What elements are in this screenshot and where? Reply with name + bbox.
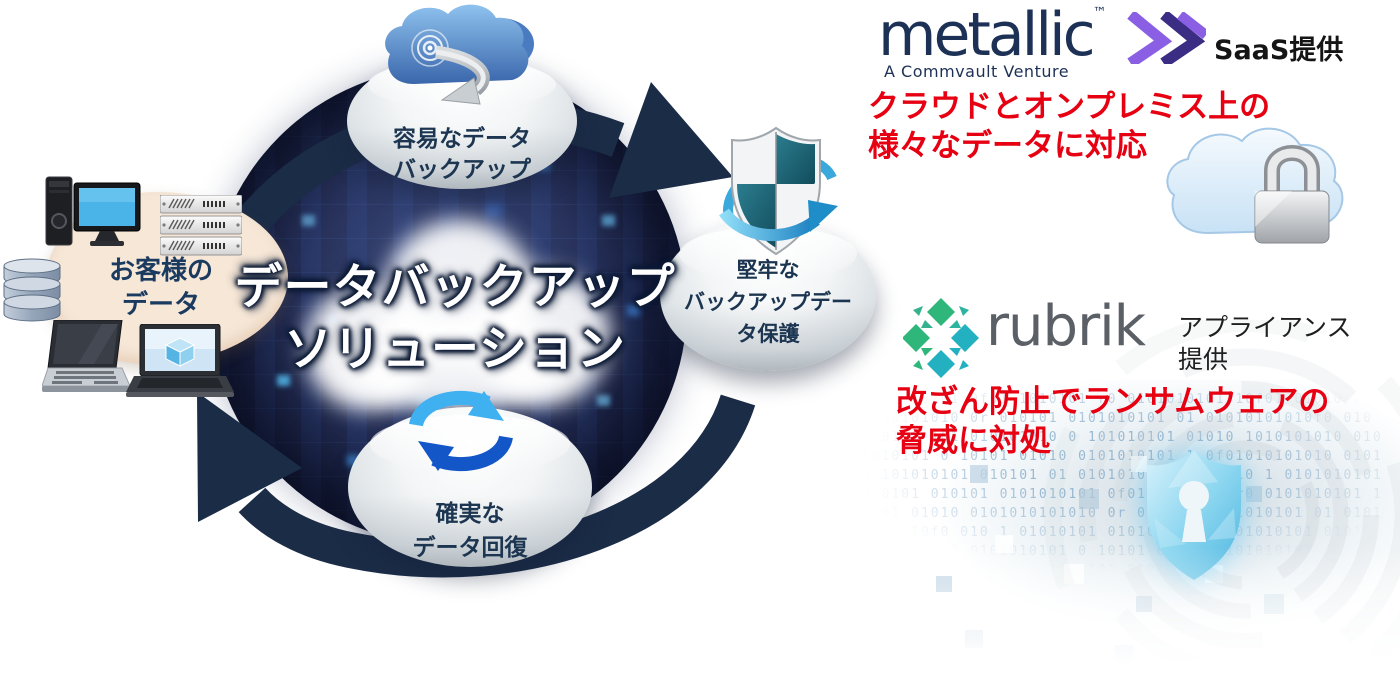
cloud-backup-icon <box>385 4 534 105</box>
metallic-note: クラウドとオンプレミス上の 様々なデータに対応 <box>868 89 1271 164</box>
rubrik-wordmark: rubrik <box>986 294 1146 359</box>
metallic-subtitle: A Commvault Venture <box>884 62 1070 81</box>
node-data-recovery-label: 確実な データ回復 <box>412 501 528 561</box>
laptop-cube-icon <box>126 324 234 397</box>
cube-glyph <box>164 337 196 367</box>
desktop-pc-icon <box>45 176 141 246</box>
security-fade-overlay <box>858 380 1400 683</box>
shield-swoosh-icon <box>719 126 838 256</box>
rubrik-delivery-label: アプライアンス 提供 <box>1178 313 1352 374</box>
laptop-icon <box>42 320 130 392</box>
rubrik-note: 改ざん防止でランサムウェアの 脅威に対処 <box>896 384 1330 459</box>
cloud-lock-icon <box>1166 127 1344 244</box>
database-icon <box>3 258 61 322</box>
trademark-symbol: ™ <box>1092 5 1107 21</box>
sync-arrows-icon <box>409 390 513 472</box>
metallic-wordmark: metallic™ <box>878 0 1107 70</box>
metallic-logo-mark <box>1127 12 1206 64</box>
server-rack-icon <box>160 195 242 256</box>
rubrik-logo-mark <box>903 298 979 378</box>
customer-data-label: お客様の データ <box>108 256 213 320</box>
node-backup-protection-label: 堅牢な バックアップデー タ保護 <box>684 258 852 346</box>
node-easy-backup-label: 容易なデータ バックアップ <box>393 126 531 183</box>
diagram-title: データバックアップ ソリューション <box>234 259 676 377</box>
metallic-delivery-label: SaaS提供 <box>1214 35 1344 66</box>
